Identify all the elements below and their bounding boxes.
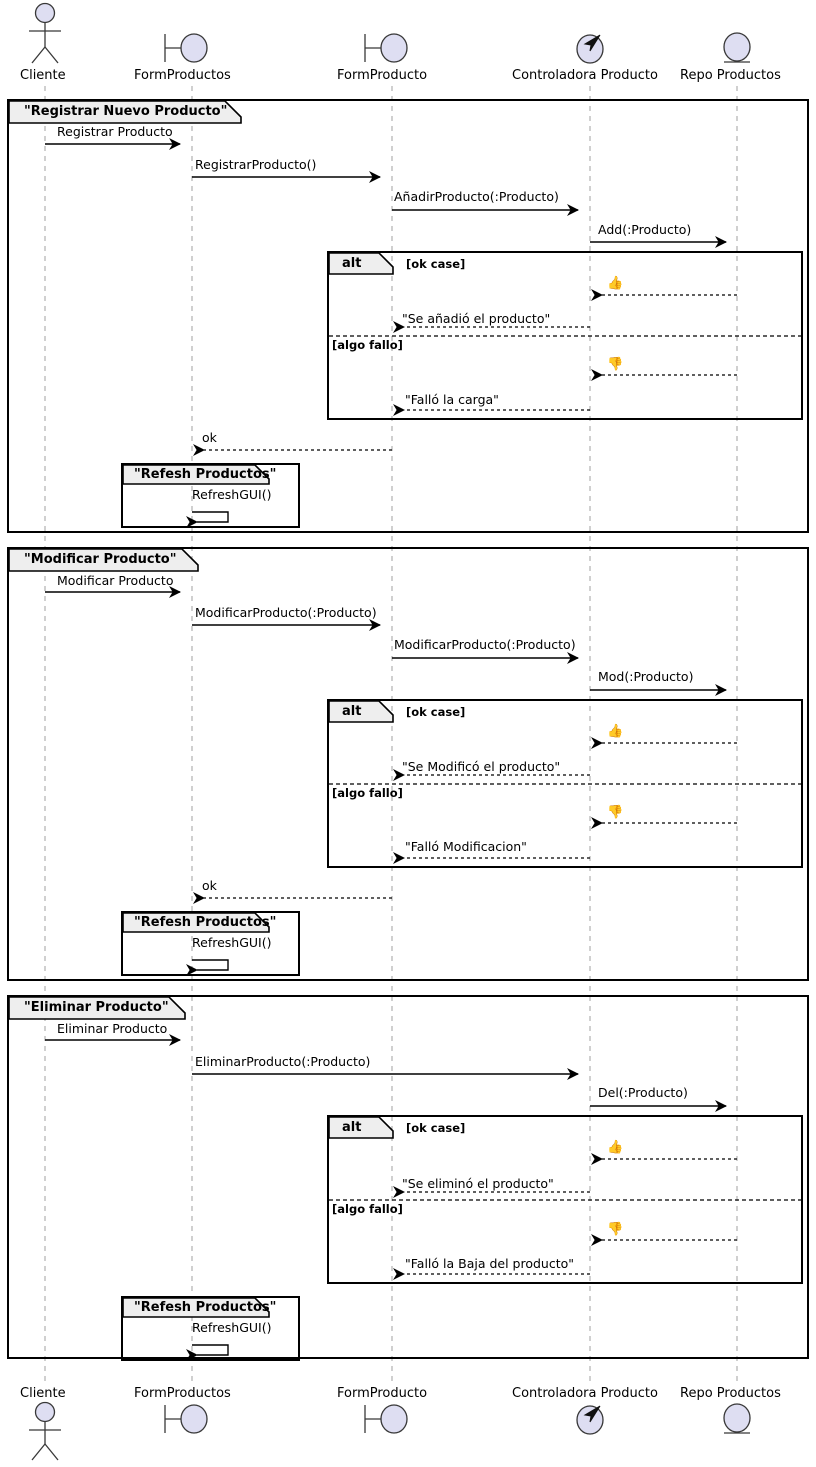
lifelines	[44, 86, 738, 1382]
message-label-eliminar-producto: Eliminar Producto	[57, 1021, 168, 1036]
thumbs-down-icon-registrar: 👎	[607, 357, 624, 372]
entity-icon-repo-top	[723, 32, 751, 63]
message-label-ok-modificar: ok	[202, 878, 217, 893]
thumbs-up-icon-modificar: 👍	[607, 724, 624, 739]
alt-messages-eliminar	[393, 1153, 737, 1280]
group-label-modificar: "Modificar Producto"	[24, 552, 177, 567]
alt-messages-modificar	[393, 737, 737, 864]
alt-label-eliminar: alt	[342, 1120, 362, 1135]
message-label-fallo-baja: "Falló la Baja del producto"	[405, 1256, 575, 1271]
message-label-refreshgui-2: RefreshGUI()	[192, 935, 272, 950]
participant-label-cliente-bottom: Cliente	[20, 1386, 66, 1401]
message-label-fallo-modificacion: "Falló Modificacion"	[405, 839, 527, 854]
message-label-refreshgui-1: RefreshGUI()	[192, 487, 272, 502]
message-label-anadirproducto: AñadirProducto(:Producto)	[394, 189, 559, 204]
participant-label-repo-top: Repo Productos	[680, 68, 781, 83]
subgroup-label-refesh-3: "Refesh Productos"	[134, 1300, 277, 1315]
boundary-icon-formproducto-top	[364, 33, 408, 63]
thumbs-down-icon-eliminar: 👎	[607, 1222, 624, 1237]
messages-group-eliminar	[45, 1034, 727, 1112]
message-label-eliminarproducto: EliminarProducto(:Producto)	[195, 1054, 371, 1069]
participant-label-controladora-top: Controladora Producto	[512, 68, 658, 83]
actor-icon-cliente-bottom	[29, 1401, 61, 1461]
group-frame-eliminar	[7, 995, 809, 1359]
control-icon-controladora-top	[576, 34, 604, 64]
subgroup-frame-refesh-1	[121, 463, 300, 528]
subgroup-frame-refesh-3	[121, 1296, 300, 1361]
message-label-se-elimino: "Se eliminó el producto"	[402, 1176, 554, 1191]
participant-label-formproducto-bottom: FormProducto	[337, 1386, 428, 1401]
alt-frame-modificar	[327, 699, 803, 868]
subgroup-label-refesh-2: "Refesh Productos"	[134, 915, 277, 930]
message-label-registrar-producto: Registrar Producto	[57, 124, 173, 139]
thumbs-up-icon-registrar: 👍	[607, 276, 624, 291]
participant-label-controladora-bottom: Controladora Producto	[512, 1386, 658, 1401]
alt-label-registrar: alt	[342, 256, 362, 271]
message-label-mod: Mod(:Producto)	[598, 669, 694, 684]
boundary-icon-formproducto-bottom	[364, 1404, 408, 1434]
alt-condition-fallo-eliminar: [algo fallo]	[332, 1202, 403, 1216]
subgroup-frame-refesh-2	[121, 911, 300, 976]
message-label-modificarproducto-1: ModificarProducto(:Producto)	[195, 605, 377, 620]
alt-condition-fallo-registrar: [algo fallo]	[332, 338, 403, 352]
group-frame-registrar	[7, 99, 809, 533]
message-label-refreshgui-3: RefreshGUI()	[192, 1320, 272, 1335]
messages-group-modificar	[45, 586, 727, 696]
message-label-registrarproducto: RegistrarProducto()	[195, 157, 317, 172]
message-label-modificar-producto: Modificar Producto	[57, 573, 174, 588]
alt-messages-registrar	[393, 289, 737, 416]
message-label-modificarproducto-2: ModificarProducto(:Producto)	[394, 637, 576, 652]
participant-label-cliente-top: Cliente	[20, 68, 66, 83]
alt-condition-ok-eliminar: [ok case]	[406, 1121, 466, 1135]
participant-label-formproducto-top: FormProducto	[337, 68, 428, 83]
thumbs-up-icon-eliminar: 👍	[607, 1140, 624, 1155]
alt-condition-ok-modificar: [ok case]	[406, 705, 466, 719]
message-label-ok-registrar: ok	[202, 430, 217, 445]
message-label-se-modifico: "Se Modificó el producto"	[402, 759, 561, 774]
group-label-registrar: "Registrar Nuevo Producto"	[24, 104, 228, 119]
participant-label-formproductos-top: FormProductos	[134, 68, 231, 83]
control-icon-controladora-bottom	[576, 1405, 604, 1435]
message-label-se-anadio: "Se añadió el producto"	[402, 311, 551, 326]
alt-frame-eliminar	[327, 1115, 803, 1284]
boundary-icon-formproductos-bottom	[164, 1404, 208, 1434]
participant-label-formproductos-bottom: FormProductos	[134, 1386, 231, 1401]
message-label-del: Del(:Producto)	[598, 1085, 688, 1100]
alt-frame-registrar	[327, 251, 803, 420]
group-frame-modificar	[7, 547, 809, 981]
subgroup-label-refesh-1: "Refesh Productos"	[134, 467, 277, 482]
boundary-icon-formproductos-top	[164, 33, 208, 63]
thumbs-down-icon-modificar: 👎	[607, 805, 624, 820]
alt-label-modificar: alt	[342, 704, 362, 719]
message-label-fallo-carga: "Falló la carga"	[405, 392, 499, 407]
group-label-eliminar: "Eliminar Producto"	[24, 1000, 169, 1015]
actor-icon-cliente-top	[29, 2, 61, 64]
alt-condition-ok-registrar: [ok case]	[406, 257, 466, 271]
entity-icon-repo-bottom	[723, 1403, 751, 1434]
message-label-add: Add(:Producto)	[598, 222, 692, 237]
participant-label-repo-bottom: Repo Productos	[680, 1386, 781, 1401]
alt-condition-fallo-modificar: [algo fallo]	[332, 786, 403, 800]
messages-group-registrar	[45, 138, 727, 248]
